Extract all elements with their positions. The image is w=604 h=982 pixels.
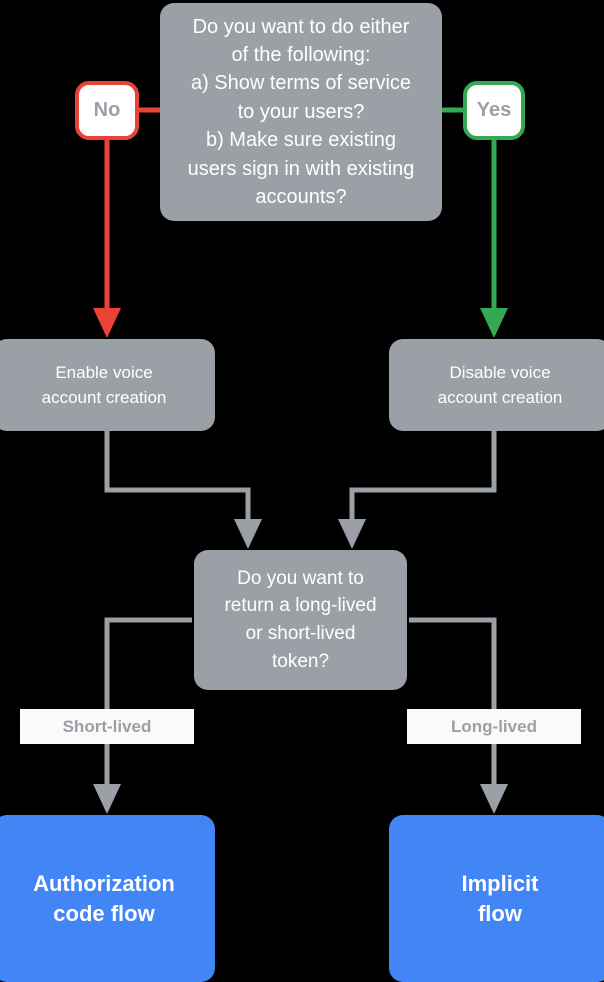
decision-node-terms-or-existing-users: Do you want to do either of the followin…: [160, 3, 442, 221]
edge-label-long-lived: Long-lived: [407, 709, 581, 744]
terminal-node-implicit-flow-label: Implicit flow: [461, 870, 539, 926]
terminal-node-authorization-code-flow-label: Authorization code flow: [33, 870, 175, 926]
process-node-disable-voice-account-creation-label: Disable voice account creation: [437, 362, 563, 408]
branch-badge-no: No: [75, 81, 139, 140]
decision-node-terms-or-existing-users-label: Do you want to do either of the followin…: [187, 15, 415, 208]
branch-badge-yes-label: Yes: [476, 99, 512, 121]
arrowhead-no-to-enable: [93, 308, 121, 338]
branch-badge-no-label: No: [93, 99, 121, 121]
arrowhead-enable-to-decision2: [234, 519, 262, 549]
decision-node-token-lifetime: Do you want to return a long-lived or sh…: [194, 550, 407, 690]
decision-node-token-lifetime-label: Do you want to return a long-lived or sh…: [224, 567, 377, 672]
connector-disable-to-decision2: [349, 431, 497, 521]
terminal-node-implicit-flow: Implicit flow: [389, 815, 604, 982]
edge-label-long-lived-text: Long-lived: [451, 716, 537, 736]
process-node-disable-voice-account-creation: Disable voice account creation: [389, 339, 604, 431]
arrowhead-decision2-to-implicit: [480, 784, 508, 814]
edge-label-short-lived: Short-lived: [20, 709, 194, 744]
connector-decision2-to-authorization: [104, 617, 192, 786]
edge-label-short-lived-text: Short-lived: [62, 716, 152, 736]
arrowhead-decision2-to-authorization: [93, 784, 121, 814]
connector-enable-to-decision2: [104, 431, 251, 521]
connector-decision2-to-implicit: [409, 617, 497, 786]
process-node-enable-voice-account-creation: Enable voice account creation: [0, 339, 215, 431]
arrowhead-disable-to-decision2: [338, 519, 366, 549]
process-node-enable-voice-account-creation-label: Enable voice account creation: [41, 362, 167, 408]
terminal-node-authorization-code-flow: Authorization code flow: [0, 815, 215, 982]
arrowhead-yes-to-disable: [480, 308, 508, 338]
branch-badge-yes: Yes: [463, 81, 525, 140]
